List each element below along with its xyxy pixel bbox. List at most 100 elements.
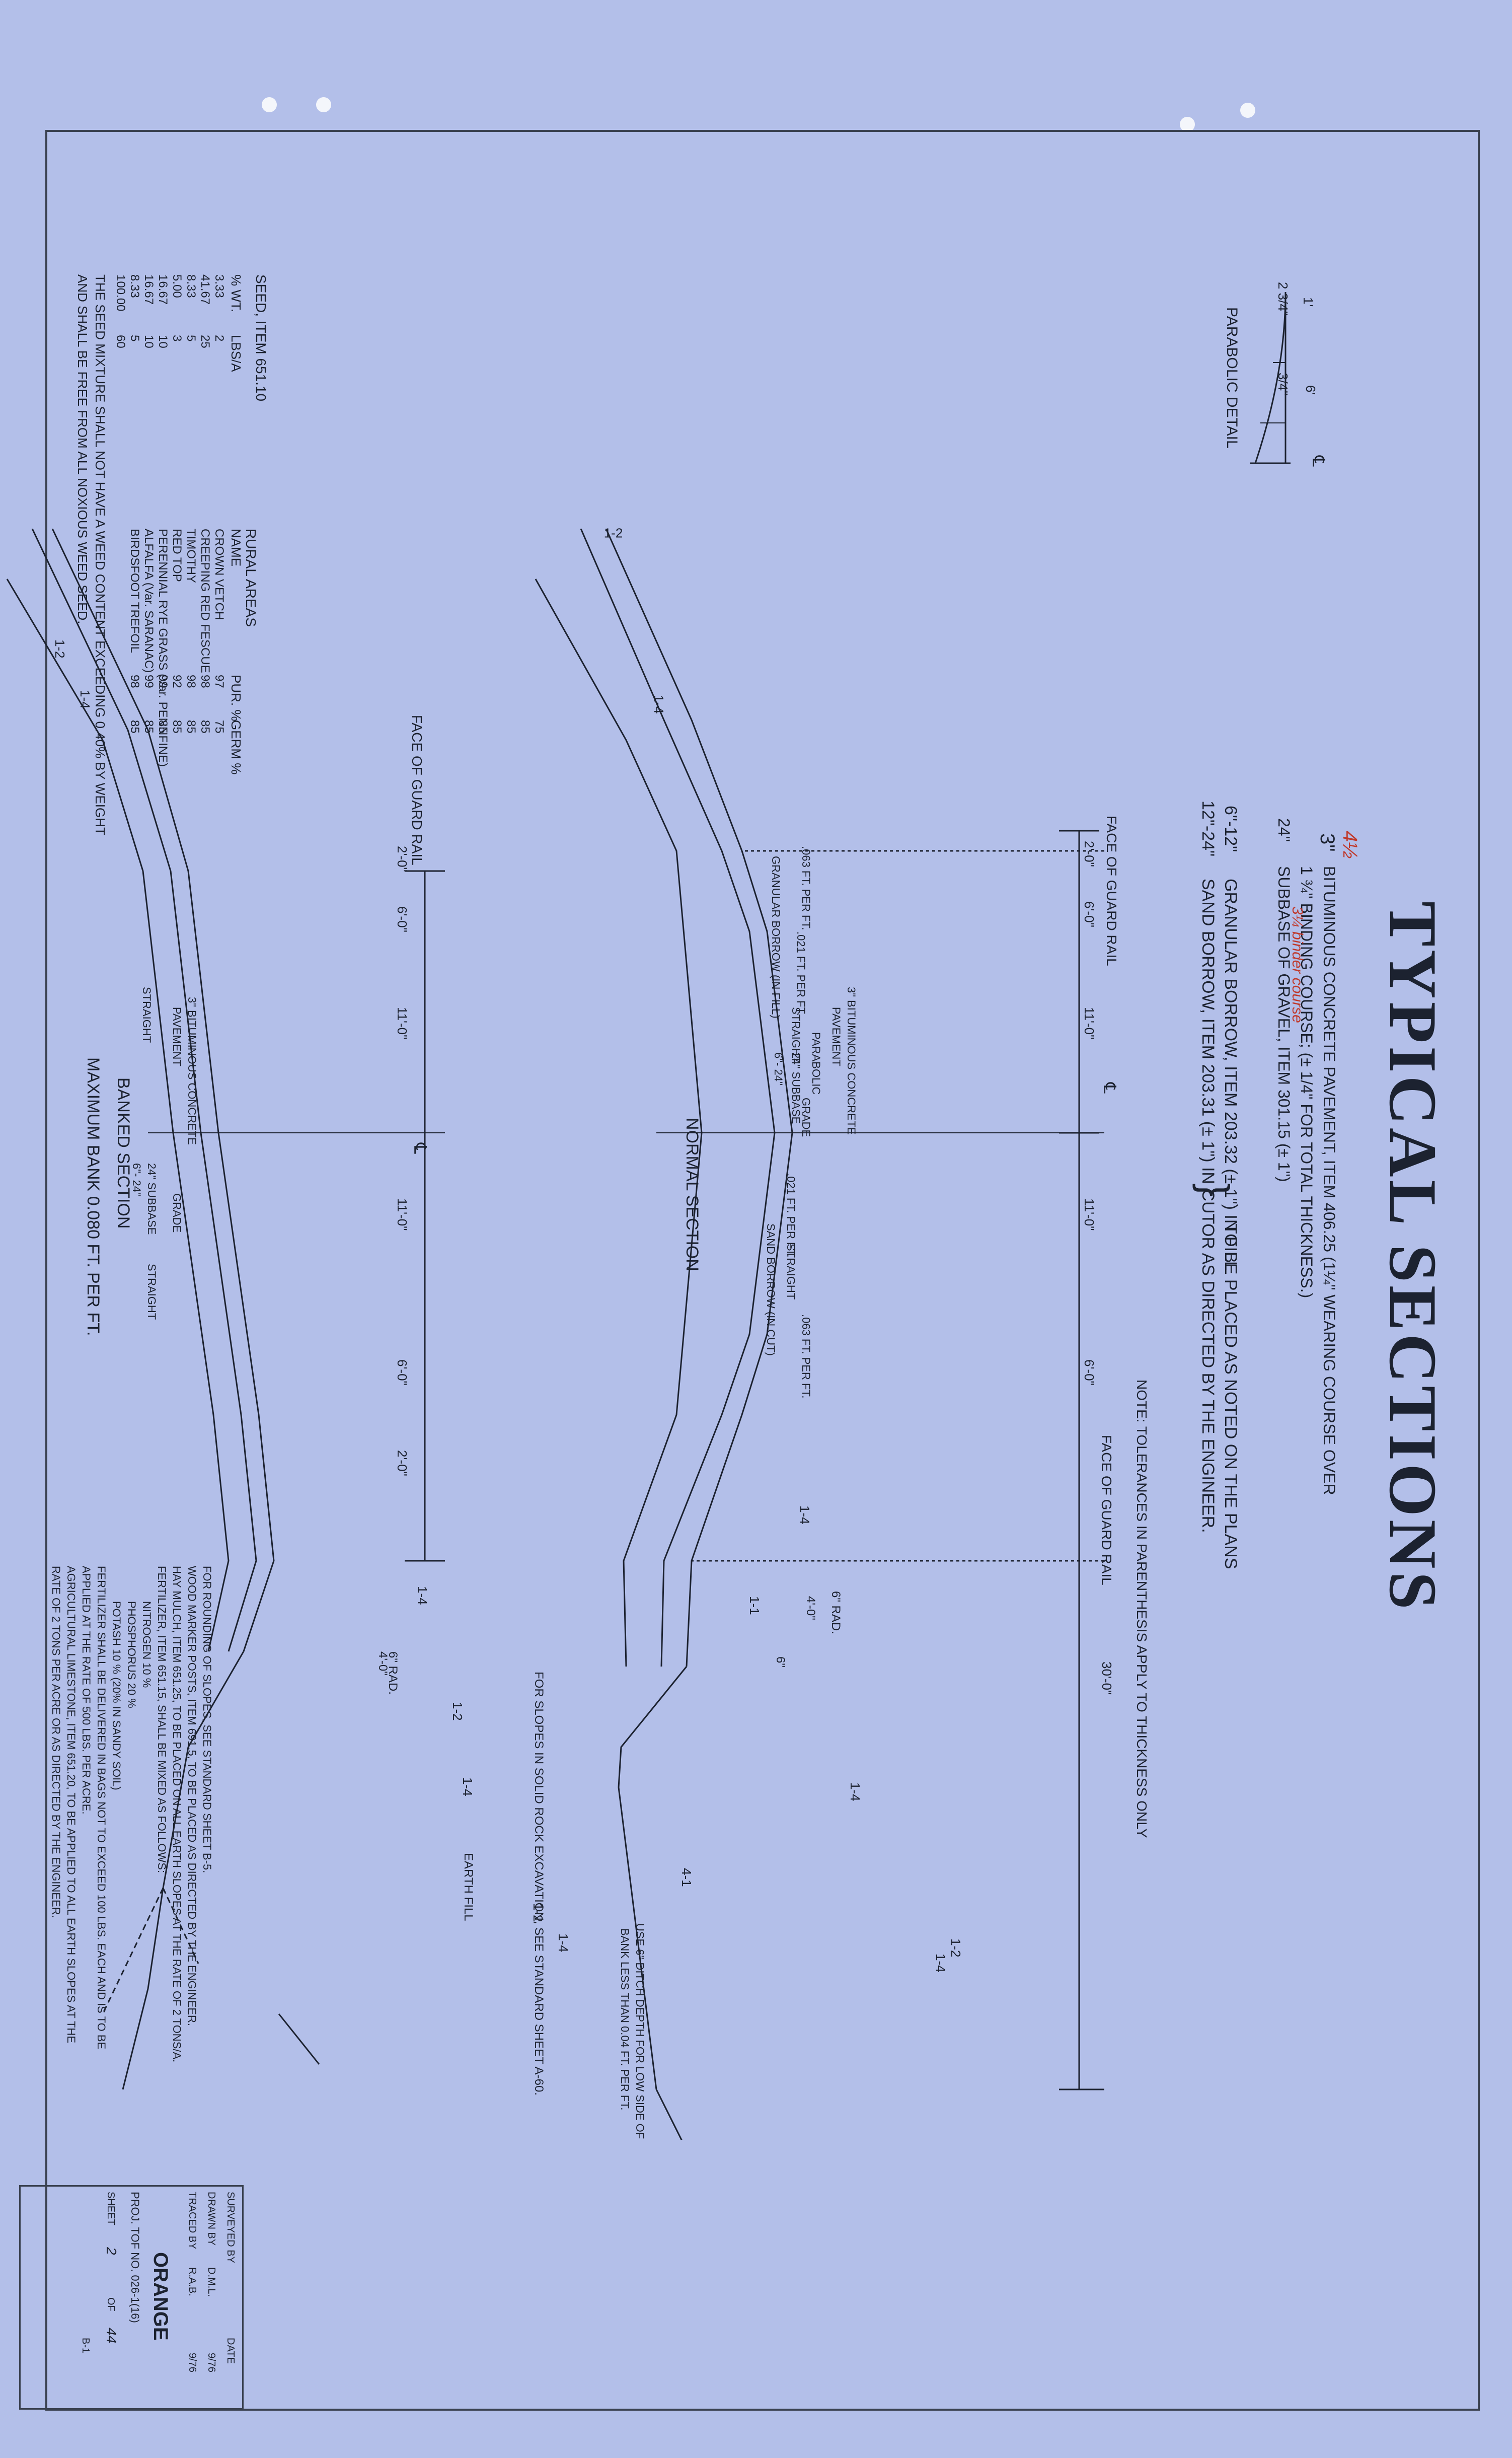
bituminous-label: PAVEMENT (830, 1007, 843, 1066)
seed-header: LBS/A (229, 335, 244, 372)
earth-fill-label: EARTH FILL (462, 1853, 475, 1921)
straight-label: STRAIGHT (140, 987, 153, 1043)
sand-label: SAND BORROW (IN CUT) (765, 1223, 777, 1356)
straight-label: STRAIGHT (145, 1264, 158, 1320)
ditch-dim: 6" RAD. (386, 1651, 400, 1695)
note-line: PHOSPHORUS 20 % (125, 1601, 138, 1708)
dimension: 11'-0" (1082, 1007, 1097, 1040)
surveyed-label: SURVEYED BY (225, 2192, 236, 2263)
note-line: RATE OF 2 TONS PER ACRE OR AS DIRECTED B… (50, 1566, 62, 1918)
sheet-border (45, 130, 1480, 2411)
seed-cell: 3 (170, 335, 184, 342)
parabolic-dim: 6' (1303, 385, 1318, 395)
sheet-label: SHEET (105, 2192, 116, 2225)
ditch-dim: 6" RAD. (829, 1591, 843, 1634)
seed-cell: 25 (198, 335, 212, 348)
slope-note: .063 FT. PER FT. (800, 1314, 812, 1399)
seed-title: SEED, ITEM 651.10 (253, 274, 269, 402)
subbase-label: 24" SUBBASE (145, 1163, 158, 1235)
bracket: } (1192, 1183, 1237, 1197)
slope-note: .021 FT. PER FT. (795, 931, 807, 1016)
slope-label: 1-4 (651, 695, 666, 714)
parabolic-label: PARABOLIC (810, 1032, 822, 1095)
seed-cell: 16.67 (142, 274, 156, 305)
normal-section-title: NORMAL SECTION (683, 1118, 702, 1271)
seed-cell: 5 (184, 335, 198, 342)
seed-cell: 60 (114, 335, 127, 348)
dimension: 2'-0" (1082, 841, 1097, 867)
note-line: FERTILIZER SHALL BE DELIVERED IN BAGS NO… (95, 1566, 108, 2050)
granular-item: GRANULAR BORROW, ITEM 203.32 (± 1") IN F… (1221, 879, 1240, 1271)
date-value: 9/76 (206, 2353, 217, 2372)
county-name: ORANGE (149, 2252, 172, 2341)
subbase-item: SUBBASE OF GRAVEL, ITEM 301.15 (± 1") (1275, 866, 1293, 1182)
rock-note: FOR SLOPES IN SOLID ROCK EXCAVATION, SEE… (532, 1672, 546, 2095)
seed-cell: 3.33 (212, 274, 226, 298)
note-line: APPLIED AT THE RATE OF 500 LBS. PER ACRE… (80, 1566, 93, 1815)
placement-note-1: TO BE PLACED AS NOTED ON THE PLANS (1221, 1223, 1240, 1569)
slope-label: 4-1 (679, 1868, 694, 1887)
date-label: DATE (225, 2338, 236, 2364)
placement-note-2: OR AS DIRECTED BY THE ENGINEER. (1198, 1223, 1218, 1533)
note-line: FERTILIZER, ITEM 651.15, SHALL BE MIXED … (156, 1566, 168, 1873)
slope-label: 1-4 (415, 1586, 430, 1605)
slope-label: 1-4 (848, 1782, 863, 1801)
note-line: FOR ROUNDING OF SLOPES, SEE STANDARD SHE… (201, 1566, 213, 1873)
seed-cell: 41.67 (198, 274, 212, 305)
parabolic-dim: 1' (1301, 297, 1316, 307)
centerline-symbol: ℄ (410, 1143, 429, 1154)
banked-section-subtitle: MAXIMUM BANK 0.080 FT. PER FT. (84, 1057, 103, 1336)
banked-section-drawing (6, 529, 445, 2090)
parabolic-dim: 2 3/4" (1275, 282, 1291, 316)
grade-label: GRADE (800, 1098, 812, 1137)
dimension: 6'-0" (1082, 1359, 1097, 1386)
seed-cell: 2 (212, 335, 226, 342)
handwritten-annotation: 4½ (1339, 831, 1361, 859)
bituminous-label: 3" BITUMINOUS CONCRETE (186, 997, 198, 1145)
sheet-code: B-1 (80, 2338, 91, 2354)
parabolic-detail (1250, 292, 1291, 464)
drawn-label: DRAWN BY (206, 2192, 217, 2246)
sand-item: SAND BORROW, ITEM 203.31 (± 1") IN CUT (1198, 879, 1218, 1224)
sheet-number: 2 (104, 2247, 119, 2255)
bituminous-label: 3" BITUMINOUS CONCRETE (845, 987, 858, 1135)
seed-cell: 16.67 (156, 274, 170, 305)
dimension: 6'-0" (1082, 901, 1097, 927)
bituminous-item: BITUMINOUS CONCRETE PAVEMENT, ITEM 406.2… (1320, 866, 1338, 1495)
drawn-value: D.M.L. (206, 2267, 217, 2297)
dimension: 6'-0" (395, 906, 410, 932)
sheet-total: 44 (104, 2328, 119, 2344)
straight-label: STRAIGHT (785, 1244, 797, 1300)
slope-label: 1-4 (797, 1505, 812, 1525)
note-line: WOOD MARKER POSTS, ITEM 691.5, TO BE PLA… (186, 1566, 198, 2027)
project-number: PROJ. TOF NO. 026-1(16) (129, 2192, 141, 2323)
traced-label: TRACED BY (187, 2192, 198, 2250)
seed-cell: 10 (142, 335, 156, 348)
subbase-thickness: 24" (1275, 818, 1293, 842)
centerline-symbol: ℄ (1100, 1082, 1119, 1094)
banked-section-title: BANKED SECTION (114, 1077, 133, 1229)
page-title: TYPICAL SECTIONS (1375, 901, 1450, 1613)
face-guard-rail: FACE OF GUARD RAIL (409, 715, 425, 865)
title-block: SURVEYED BY DATE DRAWN BY D.M.L. 9/76 TR… (19, 2185, 244, 2410)
note-line: AGRICULTURAL LIMESTONE, ITEM 651.20, TO … (65, 1566, 78, 2043)
dimension: 2'-0" (395, 846, 410, 872)
note-line: POTASH 10 % (20% IN SANDY SOIL) (110, 1601, 123, 1790)
note-line: HAY MULCH, ITEM 651.25, TO BE PLACED ON … (171, 1566, 183, 2063)
dimension: 11'-0" (1082, 1198, 1097, 1231)
face-guard-rail-right: FACE OF GUARD RAIL (1099, 1435, 1114, 1585)
note-line: NITROGEN 10 % (140, 1601, 153, 1688)
seed-cell: 100.00 (114, 274, 127, 312)
seed-cell: 10 (156, 335, 170, 348)
of-label: OF (105, 2297, 116, 2311)
face-guard-rail-left: FACE OF GUARD RAIL (1104, 816, 1119, 966)
dimension: 30'-0" (1099, 1661, 1114, 1695)
bituminous-label: PAVEMENT (171, 1007, 183, 1066)
slope-label: 1-2 (52, 639, 67, 659)
slope-label: 1-2 (948, 1938, 963, 1958)
slope-label: 1-1 (747, 1596, 762, 1615)
wearing-thickness: 3" (1316, 833, 1338, 852)
dimension: 11'-0" (395, 1007, 410, 1040)
